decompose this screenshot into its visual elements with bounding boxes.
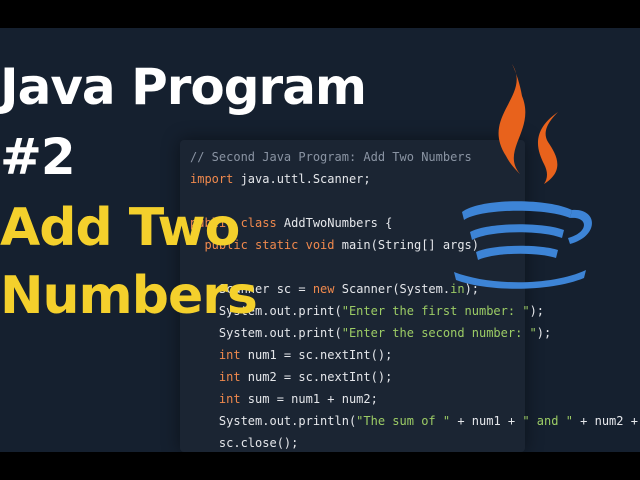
code-token: num1 = sc.nextInt(); [240, 348, 393, 362]
code-token: " and " [522, 414, 573, 428]
code-token: int [190, 392, 241, 406]
java-flame-right [537, 112, 558, 184]
code-token: num2 = sc.nextInt(); [240, 370, 393, 384]
code-token: new [312, 282, 335, 296]
code-token: int [190, 370, 241, 384]
code-line: sc.close(); [190, 434, 298, 452]
title-line-1: Java Program [0, 58, 367, 116]
java-coffee-cup-icon [454, 64, 592, 289]
code-token: Scanner sc = [190, 282, 313, 296]
code-token: public class [190, 216, 277, 230]
code-line: int num2 = sc.nextInt(); [190, 368, 392, 386]
title-line-4: Numbers [0, 266, 258, 326]
code-line: import java.uttl.Scanner; [190, 170, 371, 188]
code-token: // Second Java Program: Add Two Numbers [190, 150, 472, 164]
thumbnail-canvas: // Second Java Program: Add Two Numbers i… [0, 28, 640, 452]
code-token: import [190, 172, 234, 186]
code-token: int [190, 348, 241, 362]
code-token: sum = num1 + num2; [240, 392, 378, 406]
title-line-2: #2 [0, 128, 76, 186]
code-line: int sum = num1 + num2; [190, 390, 378, 408]
code-line: int num1 = sc.nextInt(); [190, 346, 392, 364]
code-line: public static void main(String[] args) [190, 236, 479, 254]
code-line: System.out.print("Enter the first number… [190, 302, 544, 320]
code-token: + num1 + [450, 414, 523, 428]
code-token: System.out.println( [190, 414, 357, 428]
code-token: "Enter the second number: " [341, 326, 537, 340]
code-token: main(String[] args) [334, 238, 479, 252]
code-token: Scanner(System. [334, 282, 451, 296]
code-token: in [450, 282, 465, 296]
code-line: // Second Java Program: Add Two Numbers [190, 148, 472, 166]
code-token: ); [464, 282, 480, 296]
code-token: "Enter the first number: " [341, 304, 530, 318]
code-token: System.out.print( [190, 304, 342, 318]
code-token: System.out.print( [190, 326, 342, 340]
code-token: sc.close(); [190, 436, 299, 450]
code-line: Scanner sc = new Scanner(System.in); [190, 280, 479, 298]
code-line: System.out.print("Enter the second numbe… [190, 324, 551, 342]
code-panel [180, 140, 525, 452]
code-token: public static void [190, 238, 335, 252]
code-line: System.out.println("The sum of " + num1 … [190, 412, 640, 430]
code-token: AddTwoNumbers { [276, 216, 393, 230]
code-token: ); [529, 304, 545, 318]
code-token: "The sum of " [356, 414, 451, 428]
code-token: java.uttl.Scanner; [233, 172, 371, 186]
code-line: public class AddTwoNumbers { [190, 214, 392, 232]
code-token: + num2 + [572, 414, 640, 428]
code-token: ); [536, 326, 552, 340]
title-line-3: Add Two [0, 198, 240, 258]
java-flame-left [498, 64, 526, 174]
